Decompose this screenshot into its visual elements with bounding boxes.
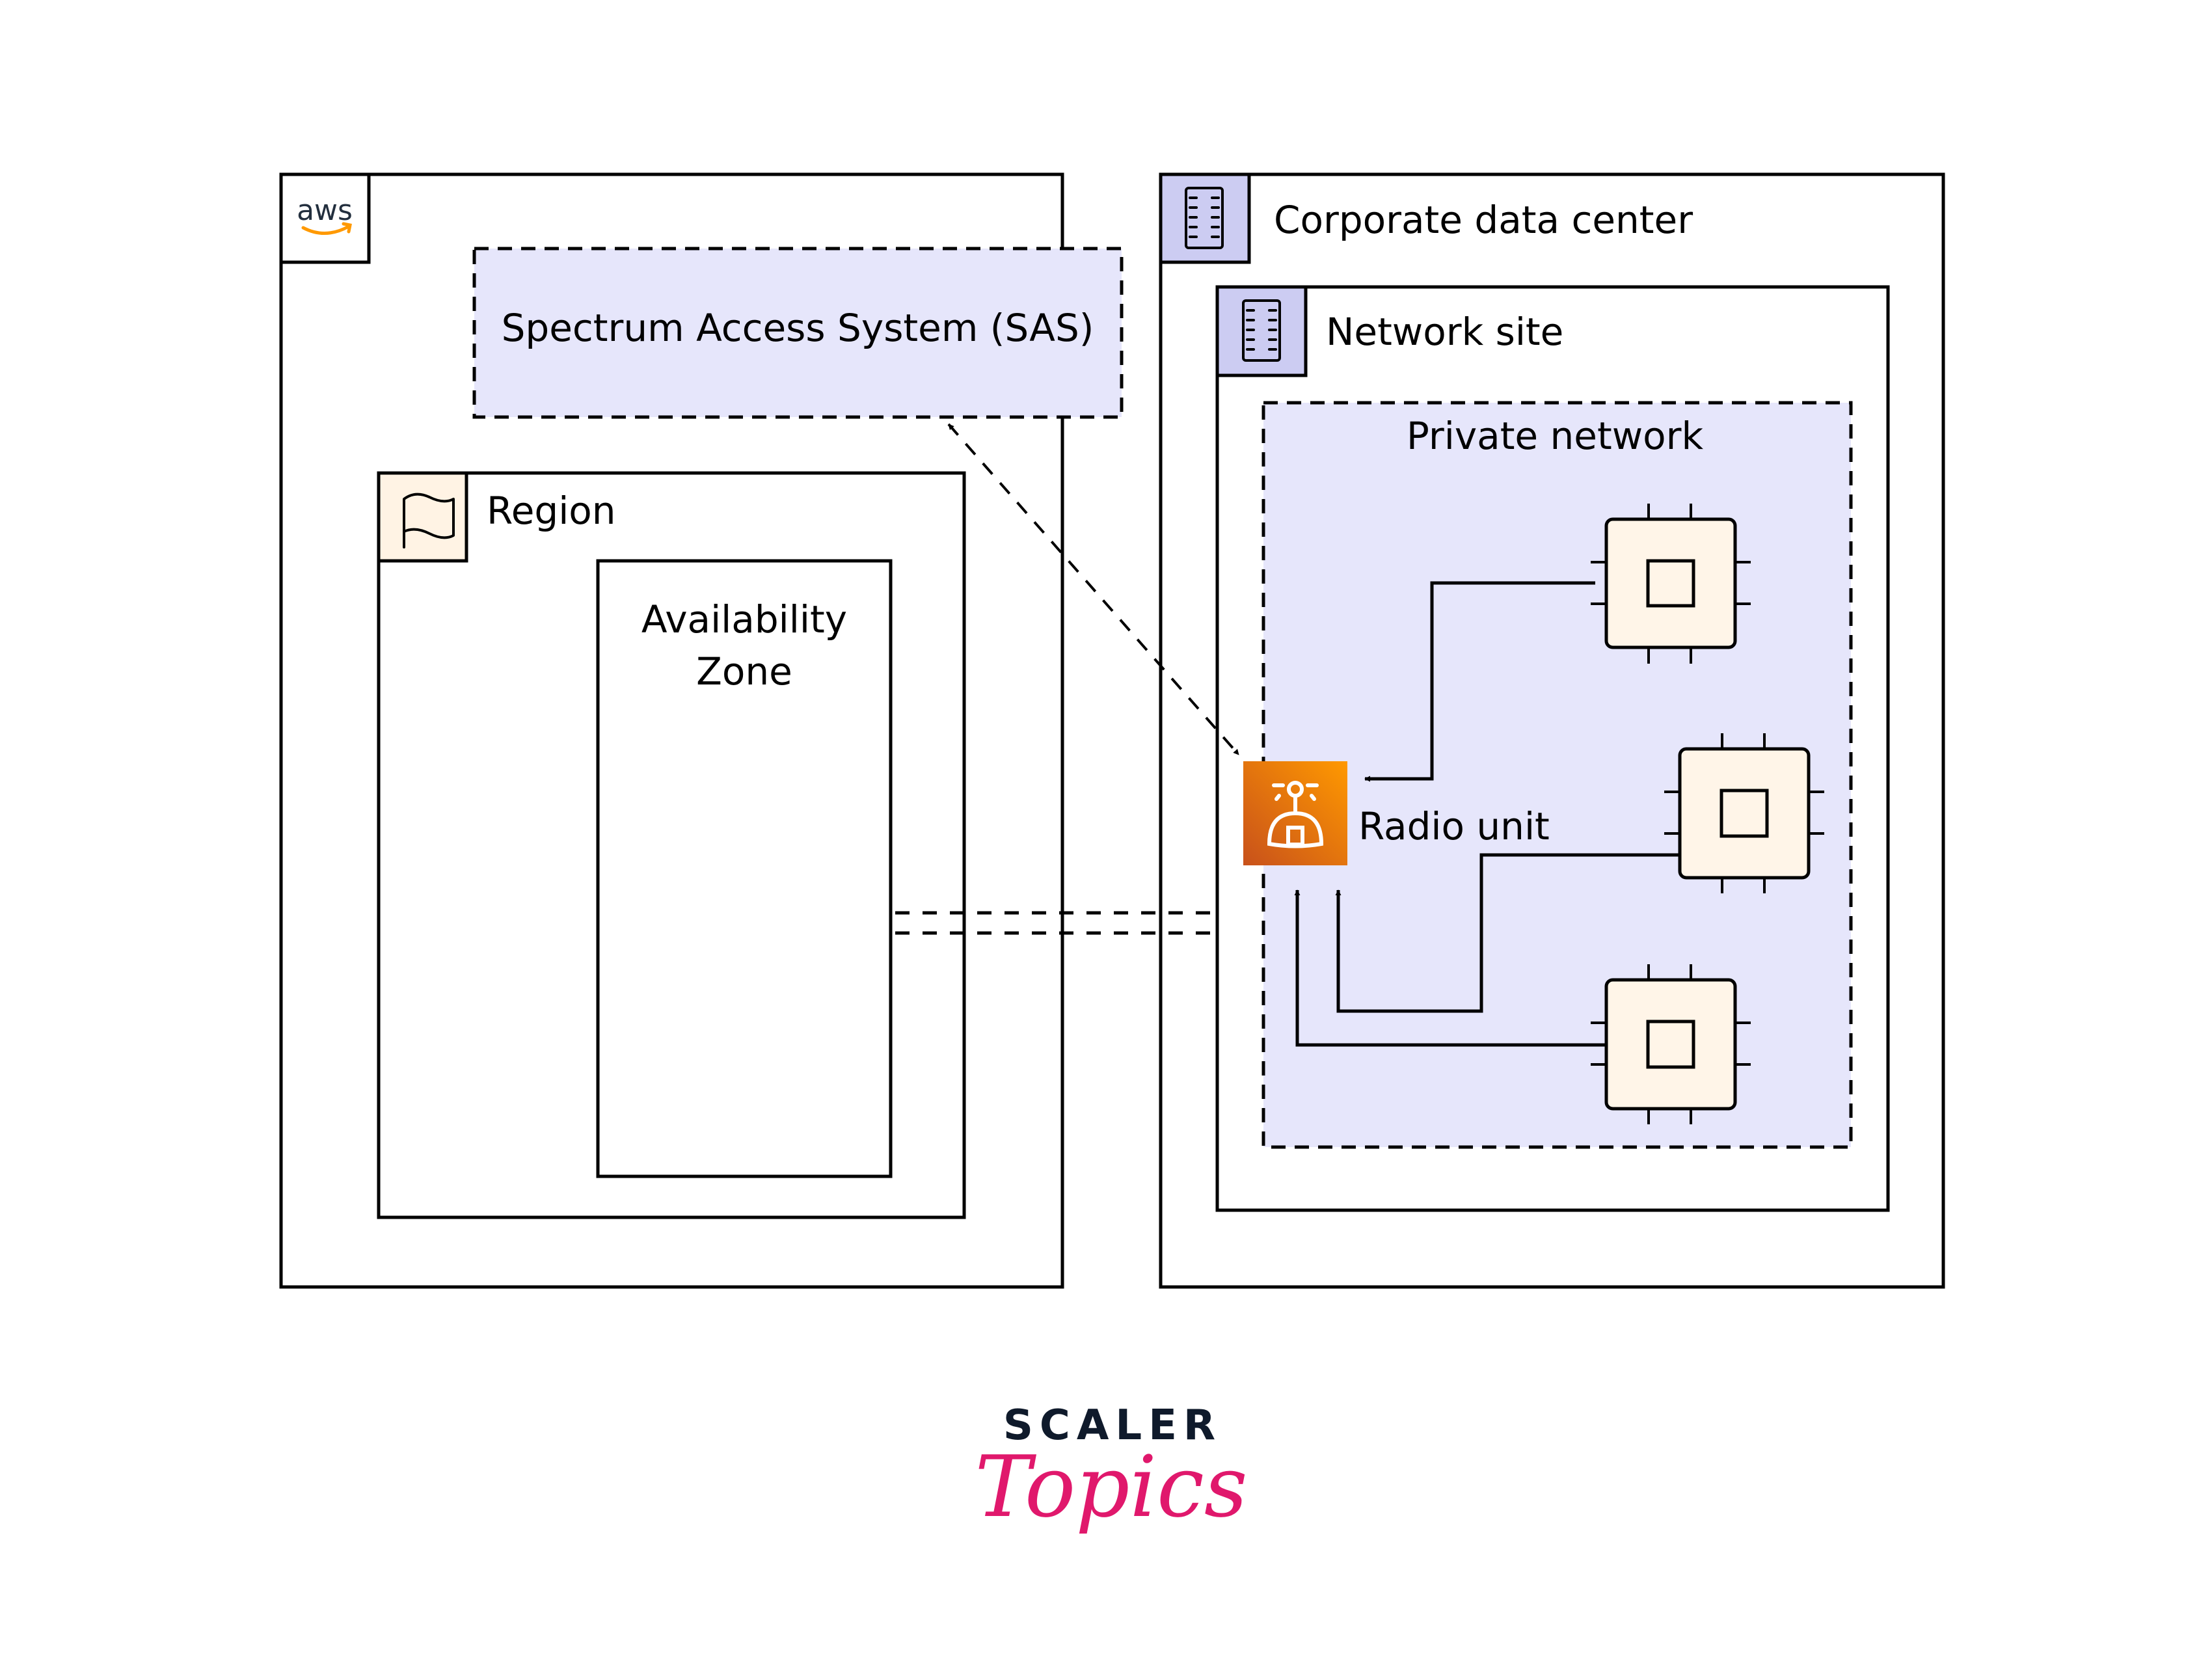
- server-rack-icon: [1185, 187, 1224, 249]
- device-chip[interactable]: [1591, 964, 1751, 1124]
- radio-unit-label: Radio unit: [1358, 804, 1550, 848]
- private-network-label: Private network: [1407, 414, 1704, 458]
- sas-label: Spectrum Access System (SAS): [502, 306, 1094, 350]
- availability-zone-box: Availability Zone: [596, 559, 893, 1178]
- aws-smile-icon: [301, 222, 352, 235]
- corporate-data-center-label: Corporate data center: [1274, 198, 1693, 242]
- sas-box[interactable]: Spectrum Access System (SAS): [472, 247, 1124, 419]
- availability-zone-label-line1: Availability: [641, 597, 847, 642]
- availability-zone-label-line2: Zone: [696, 649, 792, 694]
- device-chip[interactable]: [1664, 733, 1824, 893]
- device2-radio-link: [1335, 853, 1680, 1013]
- aws-logo-tile: aws: [279, 172, 371, 264]
- logo-topics-text: Topics: [975, 1437, 1247, 1536]
- scaler-topics-logo: SCALER Topics: [975, 1401, 1247, 1536]
- logo-scaler-text: SCALER: [1003, 1401, 1222, 1450]
- aws-logo-icon: aws: [297, 194, 353, 227]
- chip-icon: [1604, 978, 1737, 1111]
- region-icon-tile: [377, 471, 468, 563]
- region-label: Region: [487, 489, 616, 533]
- chip-icon: [1604, 517, 1737, 649]
- flag-icon: [403, 493, 455, 548]
- radio-unit[interactable]: Radio unit: [1243, 761, 1550, 865]
- network-site-label: Network site: [1326, 310, 1563, 354]
- server-rack-icon: [1242, 299, 1281, 362]
- device-chip[interactable]: [1591, 504, 1751, 664]
- radio-unit-icon: [1267, 781, 1324, 848]
- device1-radio-link: [1364, 581, 1595, 782]
- sas-radio-link: [947, 423, 1240, 756]
- chip-icon: [1678, 747, 1811, 880]
- device3-radio-link: [1294, 889, 1606, 1047]
